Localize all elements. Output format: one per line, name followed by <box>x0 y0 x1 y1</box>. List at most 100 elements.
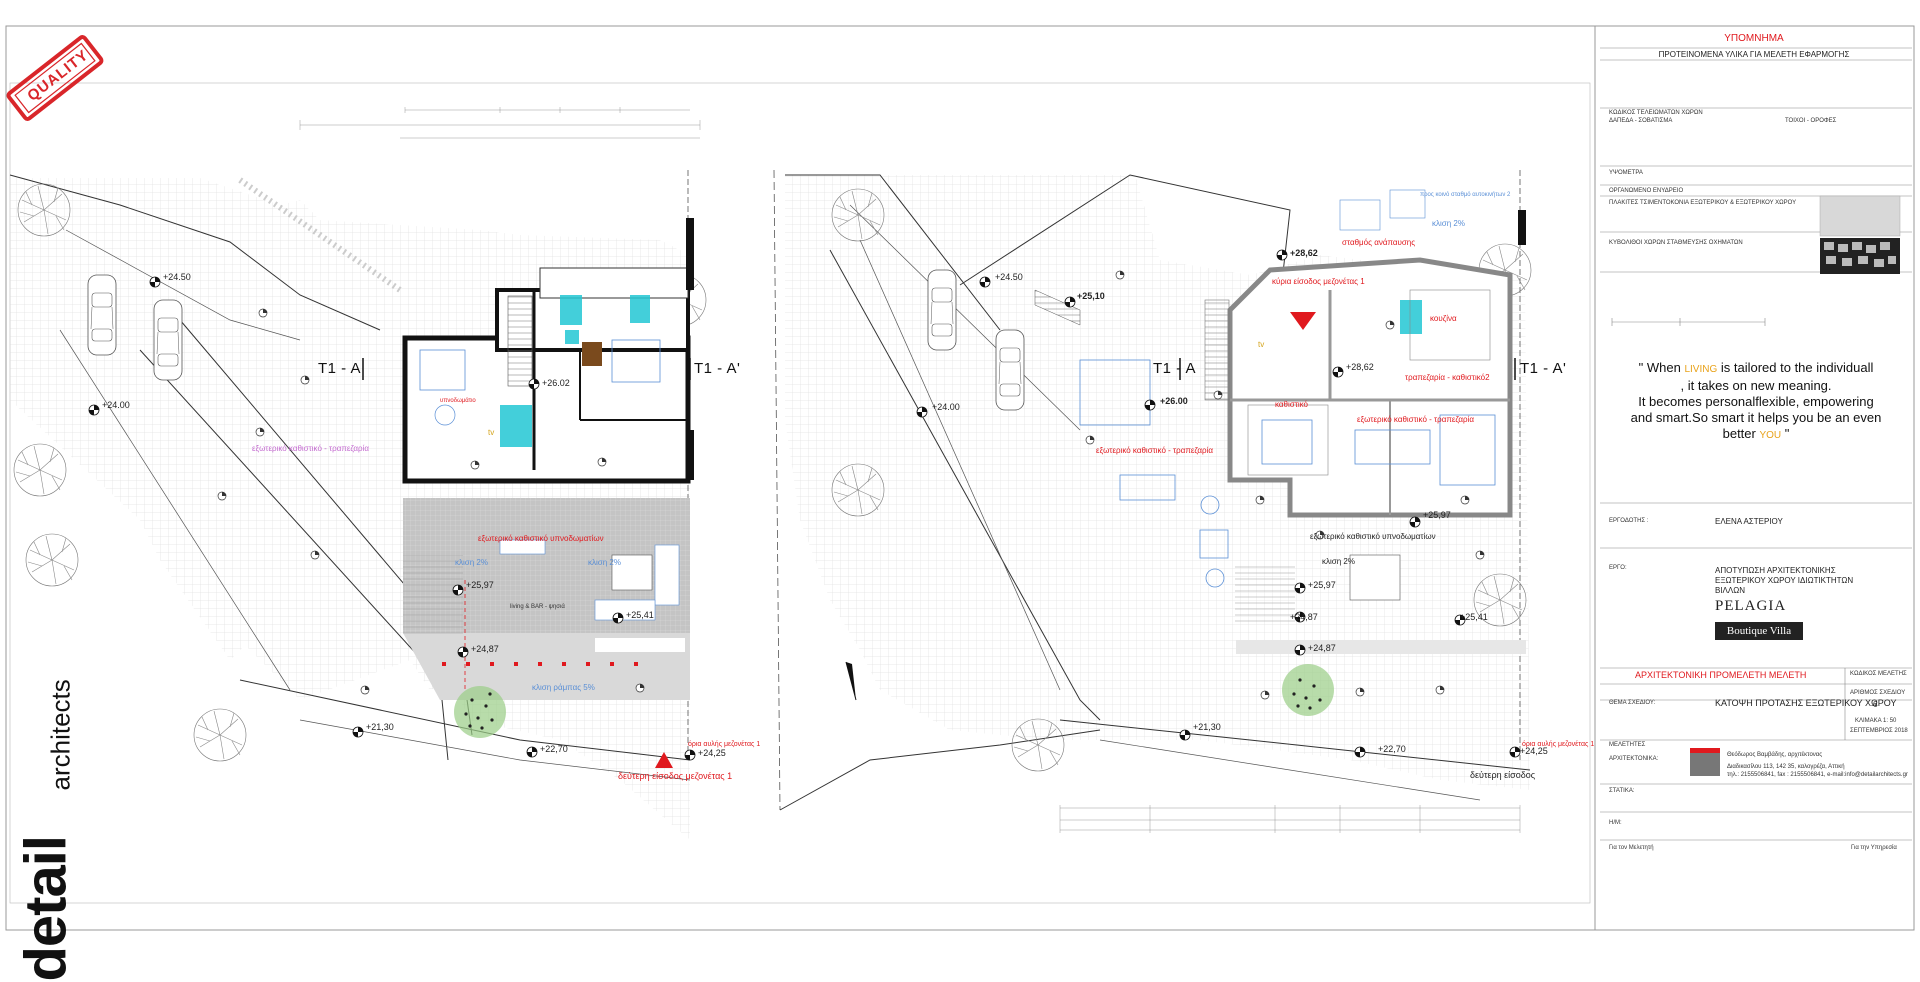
legend-material-2: ΚΥΒΟΛΙΘΟΙ ΧΩΡΩΝ ΣΤΑΘΜΕΥΣΗΣ ΟΧΗΜΑΤΩΝ <box>1609 240 1743 246</box>
sign-left: Για τον Μελετητή <box>1609 845 1654 851</box>
legend-ceiling-heading: ΤΟΙΧΟΙ - ΟΡΟΦΕΣ <box>1785 118 1837 124</box>
level-label: +25,41 <box>1460 612 1488 622</box>
room-label: εξωτερικό καθιστικό - τραπεζαρία <box>1096 446 1213 455</box>
level-label: +25,10 <box>1077 291 1105 301</box>
legend-frame <box>1600 47 1912 841</box>
legend-finishes-heading: ΚΩΔΙΚΟΣ ΤΕΛΕΙΩΜΑΤΩΝ ΧΩΡΩΝ <box>1609 110 1703 116</box>
quote-line-4: and smart.So smart it helps you be an ev… <box>1630 410 1882 425</box>
level-label: +24.50 <box>995 272 1023 282</box>
arch-label: ΑΡΧΙΤΕΚΤΟΝΙΚΑ: <box>1609 756 1659 762</box>
arch-name: Θεόδωρος Βαμβάδης, αρχιτέκτονας <box>1727 752 1823 758</box>
pelagia-logo: PELAGIA <box>1715 598 1787 614</box>
car-icon <box>87 274 117 356</box>
tree-icon <box>13 443 67 497</box>
client-label: ΕΡΓΟΔΟΤΗΣ : <box>1609 518 1649 524</box>
room-label: υπνοδωμάτιο <box>440 398 476 404</box>
drawing-title: ΚΑΤΟΨΗ ΠΡΟΤΑΣΗΣ ΕΞΩΤΕΡΙΚΟΥ ΧΩΡΟΥ <box>1715 698 1897 708</box>
study-code-label: ΚΩΔΙΚΟΣ ΜΕΛΕΤΗΣ <box>1850 671 1907 677</box>
room-label: κλιση 2% <box>588 558 621 567</box>
section-label-right-b: T1 - A' <box>1520 360 1567 377</box>
quote-you-word: YOU <box>1759 430 1782 441</box>
plan-right <box>773 169 1532 833</box>
level-label: +22,70 <box>540 744 568 754</box>
study-type: ΑΡΧΙΤΕΚΤΟΝΙΚΗ ΠΡΟΜΕΛΕΤΗ ΜΕΛΕΤΗ <box>1635 670 1807 680</box>
quote-line-2: , it takes on new meaning. <box>1680 378 1832 393</box>
tree-icon <box>193 708 247 762</box>
entrance-triangle-icon <box>655 752 673 768</box>
room-label: εξωτερικό καθιστικό - τραπεζαρία <box>1357 415 1474 424</box>
tree-icon <box>25 533 79 587</box>
room-label: κουζίνα <box>1430 314 1457 323</box>
legend-material-1: ΠΛΑΚΙΤΕΣ ΤΣΙΜΕΝΤΟΚΟΝΙΑ ΕΞΩΤΕΡΙΚΟΥ & ΕΞΩΤ… <box>1609 200 1797 206</box>
slogan-quote: " When LIVING is tailored to the individ… <box>1600 360 1912 444</box>
entrance-triangle-icon <box>1290 312 1316 330</box>
level-label: +25,97 <box>1423 510 1451 520</box>
level-label: +22,70 <box>1378 744 1406 754</box>
quote-living-word: LIVING <box>1684 364 1718 375</box>
drawing-sheet <box>5 25 1915 931</box>
level-label: +21,30 <box>1193 722 1221 732</box>
level-label: +28,62 <box>1290 248 1318 258</box>
room-label: εξωτερικό καθιστικό υπνοδωματίων <box>478 534 604 543</box>
room-label: living & BAR - ψησιά <box>510 604 565 610</box>
arch-address: Διαδικασίλου 113, 142 35, καλογρέζα, Αττ… <box>1727 764 1845 770</box>
entrance-label: δεύτερη είσοδος μεζονέτας 1 <box>618 771 733 781</box>
level-label: +24,25 <box>698 748 726 758</box>
sheet-number: 6 <box>1873 700 1878 709</box>
legend-panel: ΥΠΟΜΝΗΜΑ ΠΡΟΤΕΙΝΟΜΕΝΑ ΥΛΙΚΑ ΓΙΑ ΜΕΛΕΤΗ Ε… <box>1595 30 1913 930</box>
car-icon <box>995 329 1025 411</box>
static-label: ΣΤΑΤΙΚΑ: <box>1609 788 1635 794</box>
room-label: κλιση 2% <box>455 558 488 567</box>
level-label: +28,62 <box>1346 362 1374 372</box>
room-label: κλιση ράμπας 5% <box>532 683 595 692</box>
room-label: τραπεζαρία - καθιστικό2 <box>1405 373 1490 382</box>
level-label: +24,87 <box>1290 612 1318 622</box>
legend-subtitle: ΠΡΟΤΕΙΝΟΜΕΝΑ ΥΛΙΚΑ ΓΙΑ ΜΕΛΕΤΗ ΕΦΑΡΜΟΓΗΣ <box>1658 50 1850 59</box>
room-label: tv <box>488 428 495 437</box>
entrance-label: δεύτερη είσοδος <box>1470 770 1536 780</box>
car-icon <box>927 269 957 351</box>
section-label-right-a: T1 - A <box>1153 360 1197 377</box>
brand-logo: detail architects <box>14 598 96 981</box>
quality-stamp <box>6 35 104 121</box>
level-label: +25,97 <box>1308 580 1336 590</box>
quote-line-5: better YOU " <box>1722 426 1790 441</box>
quote-line-1: " When LIVING is tailored to the individ… <box>1638 360 1874 375</box>
section-label-left-a: T1 - A <box>318 360 362 377</box>
drawing-label: ΘΕΜΑ ΣΧΕΔΙΟΥ: <box>1609 700 1656 706</box>
date: ΣΕΠΤΕΜΒΡΙΟΣ 2018 <box>1850 728 1908 734</box>
room-label: προς κοινό σταθμό αυτοκινήτων 2 <box>1420 192 1511 198</box>
room-label: σταθμός ανάπαυσης <box>1342 238 1416 247</box>
client-name: ΕΛΕΝΑ ΑΣΤΕΡΙΟΥ <box>1715 517 1783 526</box>
section-markers <box>362 358 1516 380</box>
room-label: εξωτερικό καθιστικό - τραπεζαρία <box>252 444 369 453</box>
level-label: +24,87 <box>1308 643 1336 653</box>
project-name: ΑΠΟΤΥΠΩΣΗ ΑΡΧΙΤΕΚΤΟΝΙΚΗΣ ΕΞΩΤΕΡΙΚΟΥ ΧΩΡΟ… <box>1715 566 1854 595</box>
level-label: +24,87 <box>471 644 499 654</box>
project-label: ΕΡΓΟ: <box>1609 565 1627 571</box>
room-label: tv <box>1258 340 1265 349</box>
level-label: +21,30 <box>366 722 394 732</box>
boutique-logo: Boutique Villa <box>1715 622 1803 640</box>
arch-contact: τηλ.: 2155506841, fax : 2155506841, e-ma… <box>1727 772 1908 778</box>
room-label: καθιστικό <box>1275 400 1308 409</box>
brand-word-architects: architects <box>45 679 76 791</box>
level-label: +24,25 <box>1520 746 1548 756</box>
level-label: +24.00 <box>932 402 960 412</box>
em-label: Η/Μ: <box>1609 820 1622 826</box>
shrub-icon <box>454 686 506 738</box>
level-label: +24.50 <box>163 272 191 282</box>
sign-right: Για την Υπηρεσία <box>1851 845 1897 851</box>
level-label: +24.00 <box>102 400 130 410</box>
room-label: κλιση 2% <box>1322 557 1355 566</box>
room-label: κλιση 2% <box>1432 219 1465 228</box>
authors-label: ΜΕΛΕΤΗΤΕΣ <box>1609 742 1646 748</box>
entrance-label: κύρια είσοδος μεζονέτας 1 <box>1272 277 1365 286</box>
plan-left <box>9 107 707 840</box>
quote-line-3: It becomes personalflexible, empowering <box>1638 394 1874 409</box>
level-label: +25,97 <box>466 580 494 590</box>
scale: ΚΛΙΜΑΚΑ 1: 50 <box>1855 718 1897 724</box>
room-label: εξωτερικό καθιστικό υπνοδωματίων <box>1310 532 1436 541</box>
legend-floor-heading: ΔΑΠΕΔΑ - ΣΟΒΑΤΙΣΜΑ <box>1609 118 1673 124</box>
level-label: +26.00 <box>1160 396 1188 406</box>
